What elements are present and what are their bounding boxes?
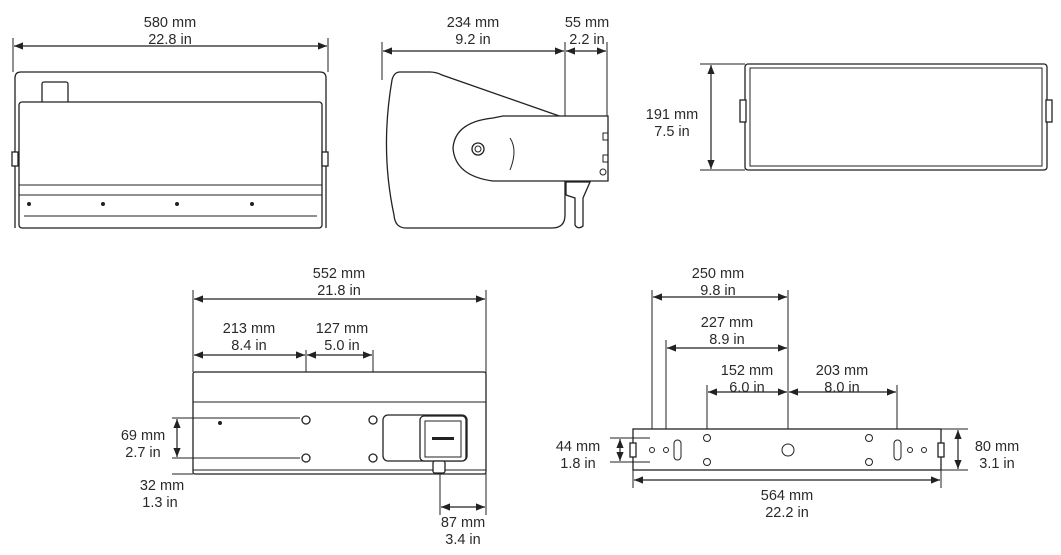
span4-in-label: 8.0 in (824, 380, 859, 396)
rear-width-in-label: 21.8 in (317, 283, 361, 299)
span3-in-label: 6.0 in (729, 380, 764, 396)
height-in-label: 7.5 in (654, 124, 689, 140)
side-cable-gland (565, 181, 591, 229)
slot-in-label: 1.8 in (560, 456, 595, 472)
hole-vspacing-in-label: 2.7 in (125, 445, 160, 461)
bracket-length-in-label: 22.2 in (765, 505, 809, 521)
front-view: 580 mm 22.8 in (11, 15, 329, 229)
width-mm-label: 580 mm (144, 15, 196, 31)
depth-mm-label: 234 mm (447, 15, 499, 31)
span1-mm-label: 250 mm (692, 266, 744, 282)
hole-spacing-in-label: 5.0 in (324, 338, 359, 354)
speaker-body (18, 101, 323, 229)
span4-mm-label: 203 mm (816, 363, 868, 379)
bottom-offset-mm-label: 32 mm (140, 478, 184, 494)
slot-mm-label: 44 mm (556, 439, 600, 455)
hole-offset-in-label: 8.4 in (231, 338, 266, 354)
bracket-height-in-label: 3.1 in (979, 456, 1014, 472)
mounting-holes (301, 415, 378, 463)
brand-logo (432, 437, 454, 440)
top-body (744, 63, 1048, 171)
side-view: 234 mm 9.2 in 55 mm 2.2 in (381, 15, 609, 229)
cable-gland (41, 81, 69, 105)
rear-view: 552 mm 21.8 in 213 mm 8.4 in 127 mm 5.0 … (121, 266, 487, 548)
height-mm-label: 191 mm (646, 107, 698, 123)
span3-mm-label: 152 mm (721, 363, 773, 379)
bracket-height-mm-label: 80 mm (975, 439, 1019, 455)
bracket-plate (632, 428, 942, 471)
bottom-offset-in-label: 1.3 in (142, 495, 177, 511)
bracket-view: 250 mm 9.8 in 227 mm 8.9 in 152 mm 6.0 i… (556, 266, 1019, 521)
depth-in-label: 9.2 in (455, 32, 490, 48)
span1-in-label: 9.8 in (700, 283, 735, 299)
bracket-length-mm-label: 564 mm (761, 488, 813, 504)
span2-in-label: 8.9 in (709, 332, 744, 348)
rear-cable-gland (432, 460, 446, 474)
span2-mm-label: 227 mm (701, 315, 753, 331)
width-in-label: 22.8 in (148, 32, 192, 48)
gland-offset-mm-label: 87 mm (441, 515, 485, 531)
hole-offset-mm-label: 213 mm (223, 321, 275, 337)
side-bracket (452, 115, 609, 182)
hole-vspacing-mm-label: 69 mm (121, 428, 165, 444)
rear-width-mm-label: 552 mm (313, 266, 365, 282)
bracket-mm-label: 55 mm (565, 15, 609, 31)
gland-offset-in-label: 3.4 in (445, 532, 480, 548)
bracket-in-label: 2.2 in (569, 32, 604, 48)
hole-spacing-mm-label: 127 mm (316, 321, 368, 337)
top-view: 191 mm 7.5 in (646, 63, 1053, 171)
